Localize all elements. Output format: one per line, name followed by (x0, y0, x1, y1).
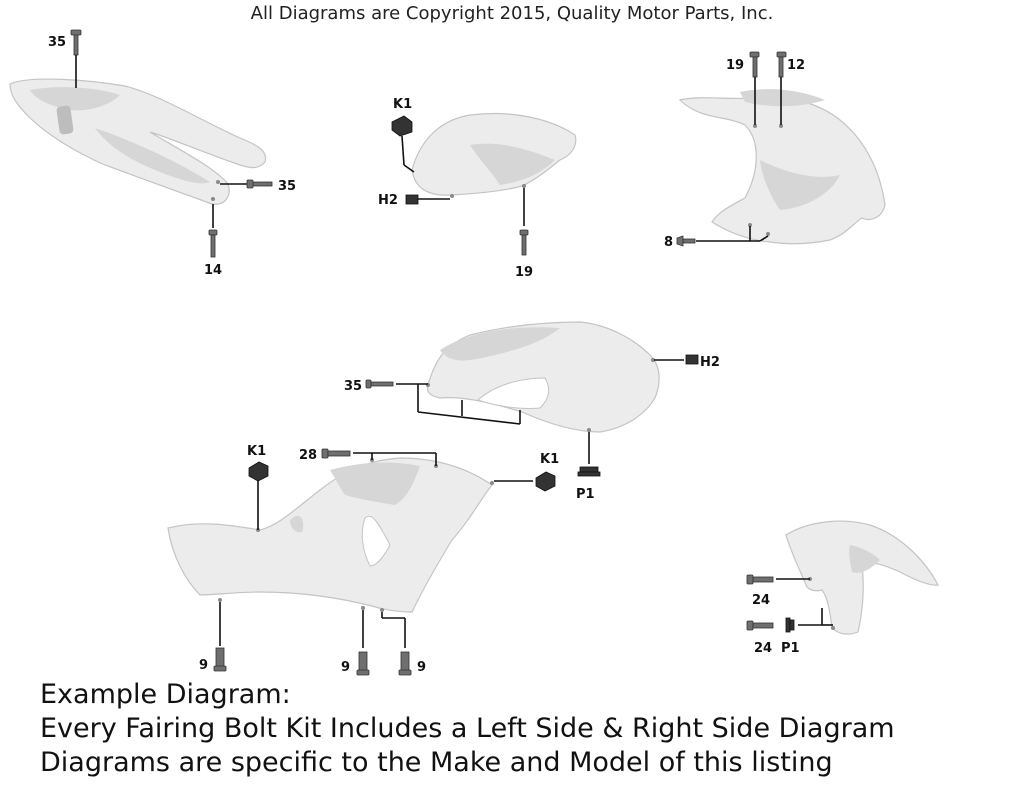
label-tail-bottom-bolt: 14 (204, 263, 222, 278)
mid-left-bolt (365, 379, 521, 425)
caption-line-3: Diagrams are specific to the Make and Mo… (40, 747, 833, 778)
lower-left-bolt (213, 602, 227, 672)
lower-fairing (167, 457, 494, 613)
nose-bottom-screw (676, 226, 769, 247)
label-lower-top-bolt: 28 (299, 448, 317, 463)
fender-bottom-bolt (746, 620, 774, 631)
label-nose-bottom-screw: 8 (664, 235, 673, 250)
lower-top-bolt (321, 448, 437, 466)
label-nose-left-bolt: 19 (726, 58, 744, 73)
nose-left-bolt (749, 51, 760, 125)
label-tank-nut: H2 (378, 193, 398, 208)
label-tail-top-bolt: 35 (48, 35, 66, 50)
caption-title: Example Diagram: (40, 679, 291, 710)
label-fender-grommet: P1 (781, 641, 800, 656)
lower-right-clip (494, 471, 556, 492)
label-lower-left-clip: K1 (247, 444, 266, 459)
label-fender-top-bolt: 24 (752, 593, 770, 608)
label-mid-right-nut: H2 (700, 355, 720, 370)
caption-line-2: Every Fairing Bolt Kit Includes a Left S… (40, 713, 895, 744)
label-tank-bolt: 19 (515, 265, 533, 280)
label-tail-side-bolt: 35 (278, 179, 296, 194)
tank-clip (391, 115, 415, 173)
label-mid-left-bolt: 35 (344, 379, 362, 394)
nose-right-bolt (776, 51, 787, 125)
mid-fairing (426, 321, 660, 433)
lower-right-bolt (381, 612, 412, 676)
tank-cover (411, 112, 577, 198)
mid-right-nut (654, 354, 699, 365)
label-nose-right-bolt: 12 (787, 58, 805, 73)
tank-nut (405, 194, 450, 205)
label-lower-mid-bolt: 9 (341, 660, 350, 675)
label-lower-right-bolt: 9 (417, 660, 426, 675)
lower-left-clip (248, 461, 269, 530)
tank-bolt (519, 188, 529, 256)
fender-top-bolt (746, 574, 810, 585)
front-fender (785, 520, 939, 635)
tail-top-bolt (70, 29, 82, 88)
tail-bottom-bolt (208, 204, 218, 258)
label-lower-left-bolt: 9 (199, 658, 208, 673)
tail-fairing (9, 78, 267, 205)
nose-fairing (678, 89, 886, 245)
label-lower-right-clip: K1 (540, 452, 559, 467)
copyright-notice: All Diagrams are Copyright 2015, Quality… (250, 3, 774, 24)
label-tank-clip: K1 (393, 97, 412, 112)
tail-side-bolt (220, 179, 273, 189)
label-fender-bottom-bolt: 24 (754, 641, 772, 656)
label-mid-bottom-grommet: P1 (576, 487, 595, 502)
fender-grommet (785, 608, 833, 633)
lower-mid-bolt (356, 610, 370, 676)
mid-bottom-grommet (577, 432, 601, 477)
